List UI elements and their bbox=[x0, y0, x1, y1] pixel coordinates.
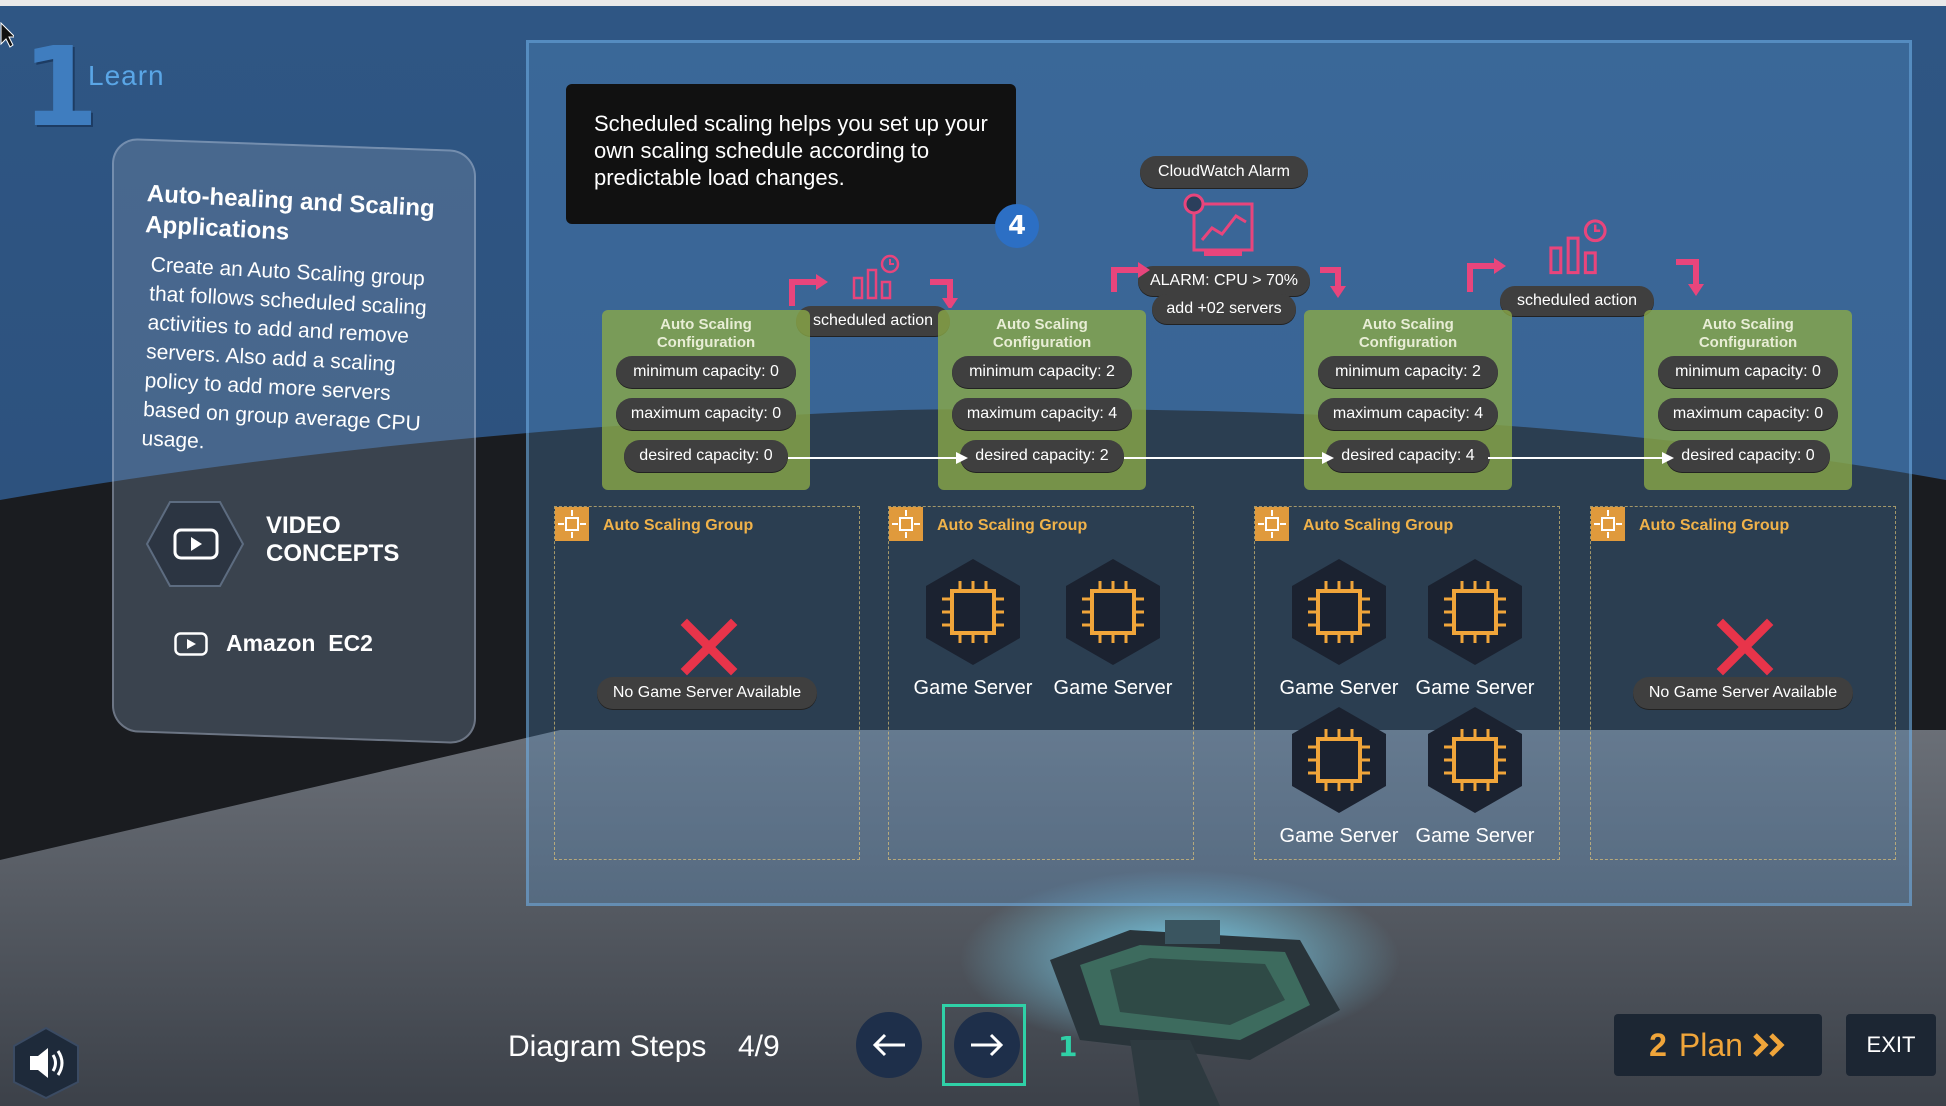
desired-capacity: desired capacity: 0 bbox=[624, 440, 788, 472]
game-server: Game Server bbox=[1415, 705, 1535, 848]
mouse-cursor-icon bbox=[0, 22, 14, 48]
next-step-focus-ring bbox=[942, 1004, 1026, 1086]
auto-scaling-group-icon bbox=[555, 507, 589, 541]
auto-scaling-group-4: Auto Scaling Group No Game Server Availa… bbox=[1590, 506, 1896, 860]
amazon-ec2-video-link[interactable]: Amazon EC2 bbox=[174, 630, 373, 657]
ec2-instance-icon bbox=[1428, 707, 1522, 813]
ec2-instance-icon bbox=[1066, 559, 1160, 665]
ec2-instance-icon bbox=[926, 559, 1020, 665]
game-server: Game Server bbox=[1279, 557, 1399, 700]
transition-arrows bbox=[789, 258, 1704, 308]
game-server: Game Server bbox=[913, 557, 1033, 700]
plan-number: 2 bbox=[1649, 1026, 1667, 1063]
diagram-steps-count: 4/9 bbox=[738, 1030, 780, 1063]
video-concepts-label[interactable]: VIDEO CONCEPTS bbox=[266, 512, 399, 568]
video-concepts-button[interactable] bbox=[145, 500, 245, 588]
mini-step-indicator: 1 bbox=[1058, 1030, 1078, 1063]
no-server-label: No Game Server Available bbox=[1633, 677, 1853, 709]
asg-label: Auto Scaling Group bbox=[603, 517, 754, 534]
step-label: Learn bbox=[88, 60, 165, 91]
unavailable-x-icon bbox=[680, 618, 738, 676]
auto-scaling-group-icon bbox=[1591, 507, 1625, 541]
double-chevron-right-icon bbox=[1753, 1033, 1785, 1057]
arrow-left-icon bbox=[872, 1033, 905, 1057]
min-capacity: minimum capacity: 0 bbox=[616, 356, 796, 388]
scheduled-action-label: scheduled action bbox=[796, 306, 950, 336]
max-capacity: maximum capacity: 4 bbox=[952, 398, 1132, 430]
auto-scaling-group-icon bbox=[889, 507, 923, 541]
min-capacity: minimum capacity: 2 bbox=[1318, 356, 1498, 388]
sound-toggle-button[interactable] bbox=[12, 1026, 80, 1100]
game-server: Game Server bbox=[1279, 705, 1399, 848]
min-capacity: minimum capacity: 2 bbox=[952, 356, 1132, 388]
arrow-right-icon bbox=[971, 1033, 1004, 1057]
next-plan-button[interactable]: 2 Plan bbox=[1614, 1014, 1822, 1076]
asg-label: Auto Scaling Group bbox=[937, 517, 1088, 534]
desired-capacity-arrows bbox=[788, 452, 1674, 464]
diagram-steps-label: Diagram Steps bbox=[508, 1030, 707, 1063]
ec2-instance-icon bbox=[1292, 707, 1386, 813]
video-label-line2: CONCEPTS bbox=[266, 540, 400, 567]
play-icon bbox=[174, 631, 208, 656]
top-bar bbox=[0, 0, 1946, 6]
plan-label: Plan bbox=[1678, 1026, 1743, 1063]
no-server-label: No Game Server Available bbox=[597, 677, 817, 709]
game-server: Game Server bbox=[1053, 557, 1173, 700]
ec2-instance-icon bbox=[1428, 559, 1522, 665]
alarm-action: add +02 servers bbox=[1152, 294, 1296, 324]
scheduled-action-icon bbox=[1549, 219, 1607, 275]
previous-step-button[interactable] bbox=[856, 1012, 922, 1078]
desired-capacity: desired capacity: 4 bbox=[1326, 440, 1490, 472]
cloudwatch-alarm-label: CloudWatch Alarm bbox=[1140, 156, 1308, 188]
auto-scaling-group-2: Auto Scaling Group Game Server Game Serv… bbox=[888, 506, 1194, 860]
ec2-instance-icon bbox=[1292, 559, 1386, 665]
desired-capacity: desired capacity: 0 bbox=[1666, 440, 1830, 472]
callout-box: Scheduled scaling helps you set up your … bbox=[566, 84, 1016, 224]
platform-icon bbox=[1050, 920, 1340, 1106]
exit-button[interactable]: EXIT bbox=[1846, 1014, 1936, 1076]
max-capacity: maximum capacity: 4 bbox=[1318, 398, 1498, 430]
panel-description: Create an Auto Scaling group that follow… bbox=[141, 253, 428, 454]
scheduled-action-label: scheduled action bbox=[1500, 286, 1654, 316]
max-capacity: maximum capacity: 0 bbox=[616, 398, 796, 430]
game-server: Game Server bbox=[1415, 557, 1535, 700]
asg-label: Auto Scaling Group bbox=[1639, 517, 1790, 534]
step-badge: 4 bbox=[995, 204, 1039, 248]
video-label-line1: VIDEO bbox=[266, 512, 341, 539]
ec2-link-label: Amazon EC2 bbox=[226, 630, 373, 656]
speaker-icon bbox=[30, 1048, 64, 1078]
cloudwatch-alarm-icon bbox=[1183, 193, 1254, 256]
desired-capacity: desired capacity: 2 bbox=[960, 440, 1124, 472]
scheduled-action-icon bbox=[852, 254, 900, 300]
auto-scaling-group-1: Auto Scaling Group No Game Server Availa… bbox=[554, 506, 860, 860]
next-step-button[interactable] bbox=[954, 1012, 1020, 1078]
play-icon bbox=[173, 528, 219, 560]
unavailable-x-icon bbox=[1716, 618, 1774, 676]
step-number: 1 bbox=[22, 23, 99, 151]
alarm-condition: ALARM: CPU > 70% bbox=[1138, 266, 1310, 296]
max-capacity: maximum capacity: 0 bbox=[1658, 398, 1838, 430]
asg-label: Auto Scaling Group bbox=[1303, 517, 1454, 534]
auto-scaling-group-icon bbox=[1255, 507, 1289, 541]
min-capacity: minimum capacity: 0 bbox=[1658, 356, 1838, 388]
auto-scaling-group-3: Auto Scaling Group Game Server Game Serv… bbox=[1254, 506, 1560, 860]
